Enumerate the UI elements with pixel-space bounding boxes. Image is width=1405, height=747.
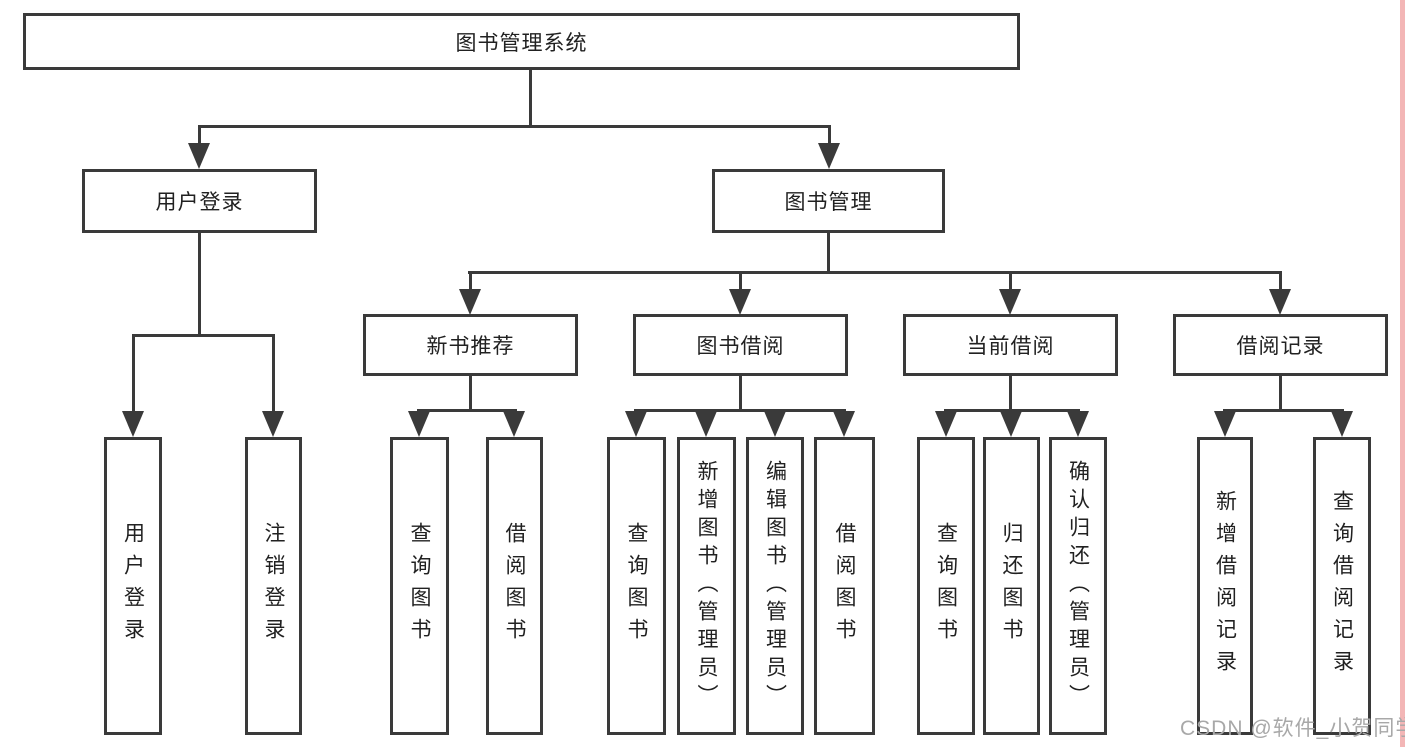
connector-line xyxy=(272,336,275,412)
arrow-down-icon xyxy=(764,411,786,437)
connector-line xyxy=(828,128,831,144)
node-label: 编辑图书（管理员） xyxy=(763,460,787,712)
leaf-logout: 注销登录 xyxy=(245,437,302,735)
node-label: 注销登录 xyxy=(262,522,285,650)
node-label: 图书借阅 xyxy=(696,335,785,358)
node-label: 图书管理 xyxy=(784,191,873,214)
leaf-add-book-admin: 新增图书（管理员） xyxy=(677,437,736,735)
arrow-down-icon xyxy=(1067,411,1089,437)
right-edge-strip xyxy=(1400,0,1405,747)
leaf-user-login: 用户登录 xyxy=(104,437,162,735)
arrow-down-icon xyxy=(459,289,481,315)
arrow-down-icon xyxy=(818,143,840,169)
connector-line xyxy=(1009,376,1012,412)
node-label: 新书推荐 xyxy=(426,335,515,358)
leaf-borrow-books-borrowing: 借阅图书 xyxy=(814,437,875,735)
node-label: 借阅图书 xyxy=(833,522,856,650)
node-borrowing-records: 借阅记录 xyxy=(1173,314,1388,376)
connector-line xyxy=(132,334,275,337)
leaf-confirm-return-admin: 确认归还（管理员） xyxy=(1049,437,1107,735)
connector-line xyxy=(469,376,472,412)
csdn-watermark: CSDN @软件_小贺同学 xyxy=(1180,717,1405,740)
connector-line xyxy=(944,409,1080,412)
connector-line xyxy=(198,233,201,337)
arrow-down-icon xyxy=(1214,411,1236,437)
node-label: 查询图书 xyxy=(934,522,958,650)
leaf-query-books-recommend: 查询图书 xyxy=(390,437,449,735)
leaf-borrow-books-recommend: 借阅图书 xyxy=(486,437,543,735)
arrow-down-icon xyxy=(625,411,647,437)
connector-line xyxy=(1223,409,1344,412)
node-label: 查询借阅记录 xyxy=(1330,490,1354,682)
arrow-down-icon xyxy=(122,411,144,437)
leaf-query-books-borrowing: 查询图书 xyxy=(607,437,666,735)
node-current-borrowing: 当前借阅 xyxy=(903,314,1118,376)
node-label: 用户登录 xyxy=(121,522,145,650)
node-label: 图书管理系统 xyxy=(455,31,588,55)
arrow-down-icon xyxy=(833,411,855,437)
arrow-down-icon xyxy=(1331,411,1353,437)
leaf-return-books: 归还图书 xyxy=(983,437,1040,735)
node-library-management-system: 图书管理系统 xyxy=(23,13,1020,70)
node-book-management: 图书管理 xyxy=(712,169,945,233)
node-label: 归还图书 xyxy=(1000,522,1023,650)
node-label: 新增借阅记录 xyxy=(1213,490,1237,682)
arrow-down-icon xyxy=(262,411,284,437)
arrow-down-icon xyxy=(188,143,210,169)
arrow-down-icon xyxy=(408,411,430,437)
connector-line xyxy=(739,274,742,290)
arrow-down-icon xyxy=(1269,289,1291,315)
node-label: 用户登录 xyxy=(155,191,244,214)
connector-line xyxy=(132,336,135,412)
connector-line xyxy=(634,409,846,412)
node-label: 当前借阅 xyxy=(966,335,1055,358)
arrow-down-icon xyxy=(695,411,717,437)
connector-line xyxy=(198,125,831,128)
connector-line xyxy=(198,128,201,144)
leaf-edit-book-admin: 编辑图书（管理员） xyxy=(746,437,804,735)
node-label: 新增图书（管理员） xyxy=(695,460,718,712)
connector-line xyxy=(739,376,742,412)
connector-line xyxy=(468,271,1282,274)
node-label: 查询图书 xyxy=(625,522,648,650)
node-book-borrowing: 图书借阅 xyxy=(633,314,848,376)
node-user-login: 用户登录 xyxy=(82,169,317,233)
leaf-query-books-current: 查询图书 xyxy=(917,437,975,735)
leaf-query-borrow-record: 查询借阅记录 xyxy=(1313,437,1371,735)
arrow-down-icon xyxy=(503,411,525,437)
connector-line xyxy=(827,233,830,274)
arrow-down-icon xyxy=(729,289,751,315)
node-label: 借阅图书 xyxy=(503,522,526,650)
node-label: 确认归还（管理员） xyxy=(1066,460,1090,712)
connector-line xyxy=(1009,274,1012,290)
node-label: 借阅记录 xyxy=(1236,335,1325,358)
leaf-add-borrow-record: 新增借阅记录 xyxy=(1197,437,1253,735)
node-label: 查询图书 xyxy=(408,522,431,650)
connector-line xyxy=(1279,274,1282,290)
arrow-down-icon xyxy=(1000,411,1022,437)
connector-line xyxy=(529,70,532,126)
arrow-down-icon xyxy=(935,411,957,437)
connector-line xyxy=(469,274,472,290)
connector-line xyxy=(417,409,517,412)
node-new-book-recommend: 新书推荐 xyxy=(363,314,578,376)
arrow-down-icon xyxy=(999,289,1021,315)
connector-line xyxy=(1279,376,1282,412)
